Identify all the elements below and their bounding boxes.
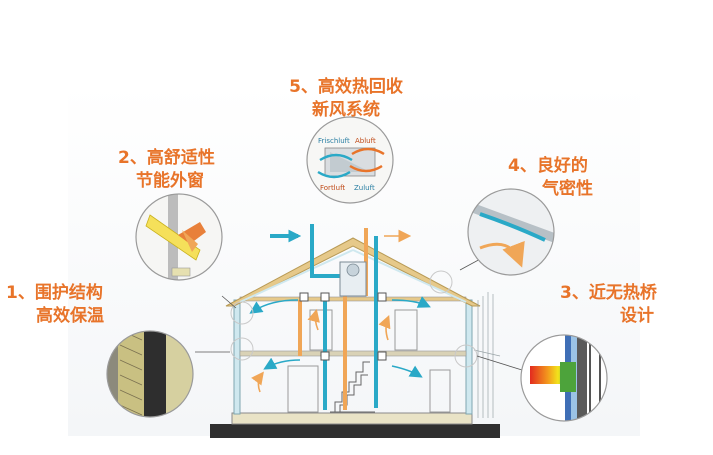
exhaust-arrows <box>251 229 412 393</box>
facade-grid <box>473 292 501 418</box>
label-windows-line1: 2、高舒适性 <box>118 148 215 168</box>
detail-circle-thermal-bridge <box>520 334 608 422</box>
label-airtight-line1: 4、良好的 <box>508 156 588 176</box>
label-windows: 2、高舒适性 节能外窗 <box>118 147 215 193</box>
fresh-air-arrows <box>249 229 431 378</box>
detail-circle-airtight <box>467 188 555 276</box>
label-envelope: 1、围护结构 高效保温 <box>6 282 104 328</box>
staircase <box>330 361 375 413</box>
interior-elements <box>287 309 451 413</box>
label-ventilation-line2: 新风系统 <box>312 100 380 120</box>
vent-label-frischluft: Frischluft <box>318 137 350 145</box>
label-envelope-line2: 高效保温 <box>36 306 104 326</box>
vent-label-fortluft: Fortluft <box>320 184 345 192</box>
vent-label-abluft: Abluft <box>355 137 376 145</box>
label-airtight-line2: 气密性 <box>542 179 593 199</box>
foundation <box>210 424 500 438</box>
floor-slab <box>231 412 473 425</box>
label-bridges: 3、近无热桥 设计 <box>560 282 657 328</box>
label-envelope-line1: 1、围护结构 <box>6 283 103 303</box>
label-bridges-line2: 设计 <box>620 306 654 326</box>
hrv-unit <box>299 261 387 361</box>
detail-circle-ventilation: Frischluft Abluft Fortluft Zuluft <box>306 116 394 204</box>
vent-label-zuluft: Zuluft <box>354 184 375 192</box>
detail-circle-window <box>135 193 223 281</box>
label-bridges-line1: 3、近无热桥 <box>560 283 657 303</box>
callout-markers <box>230 270 478 368</box>
label-ventilation-line1: 5、高效热回收 <box>289 77 403 97</box>
label-ventilation: 5、高效热回收 新风系统 <box>266 76 426 122</box>
label-airtight: 4、良好的 气密性 <box>508 155 593 201</box>
label-windows-line2: 节能外窗 <box>136 171 204 191</box>
